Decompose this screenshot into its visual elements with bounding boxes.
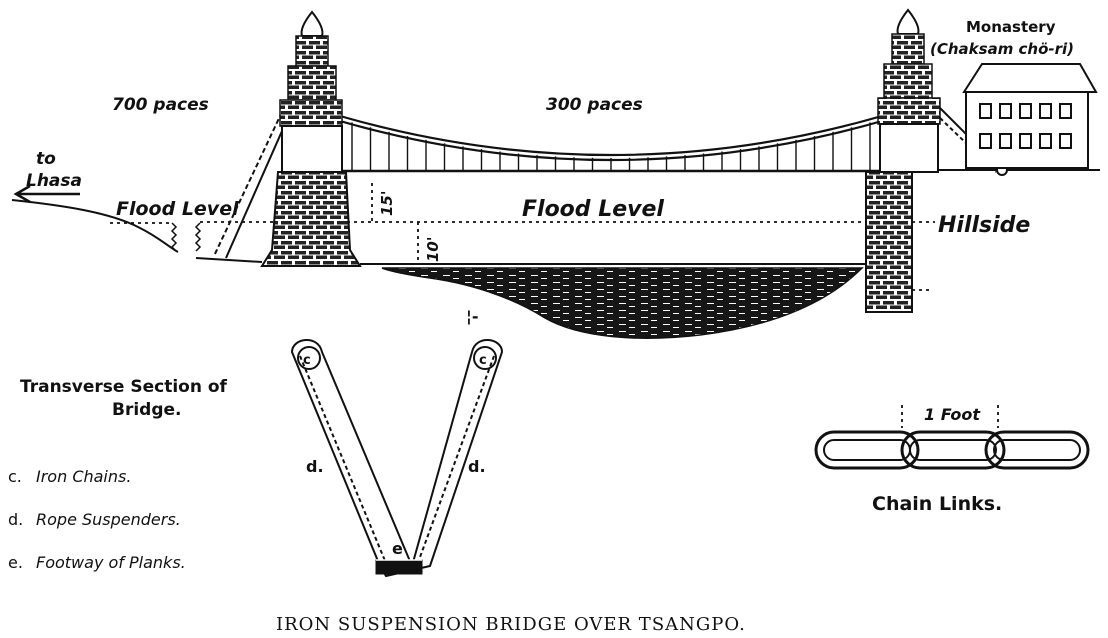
label-height-15: 15' [378,191,396,216]
bank-break-right [194,222,202,252]
monastery-window [979,103,992,119]
lhasa-arrow [13,184,80,204]
section-marker-e: e [392,539,403,558]
chain-links-caption: Chain Links. [872,493,1002,515]
section-marker-d-left: d. [306,457,324,476]
monastery-window [999,103,1012,119]
left-tower [260,10,362,267]
label-hillside: Hillside [938,213,1030,238]
suspender-ropes [351,122,871,171]
rope-right [415,355,495,569]
right-tower-finial [896,8,920,35]
monastery-windows [979,103,1072,149]
chain-link-1-inner [823,439,911,461]
monastery-window [1019,103,1032,119]
left-tower-band [279,99,343,127]
left-ground-line [195,257,263,263]
main-chain-lower [339,119,883,162]
legend-text-e: Footway of Planks. [36,553,186,572]
legend-key-e: e. [8,553,23,572]
left-bank-line [11,199,179,253]
right-tower-band [877,97,941,125]
legend-text-c: Iron Chains. [36,467,131,486]
legend-text-d: Rope Suspenders. [36,510,181,529]
monastery-window [999,133,1012,149]
monastery-window [1039,103,1052,119]
label-left-span: 700 paces [112,95,209,115]
label-flood-level-main: Flood Level [522,197,664,222]
section-marker-c-right: c [479,353,487,368]
left-tower-base [260,171,362,267]
left-tower-crown [287,65,337,101]
right-tower-crown [883,63,933,99]
footway-planks [375,559,423,575]
chain-link-2-inner [909,439,997,461]
section-title-line1: Transverse Section of [20,377,228,397]
label-to: to [36,149,56,169]
monastery-window [1059,133,1072,149]
figure-caption: IRON SUSPENSION BRIDGE OVER TSANGPO. [276,614,746,635]
left-tower-finial [300,10,324,37]
right-tower-cap [891,33,925,65]
chain-scale-label: 1 Foot [924,405,981,424]
left-tower-shaft [281,125,343,173]
chain-link-3 [984,430,1090,470]
left-backstay-1 [213,111,283,257]
label-lhasa: Lhasa [26,171,82,191]
right-tower [865,8,941,313]
chain-link-2 [900,430,1006,470]
label-height-10: 10' [424,237,442,262]
monastery-window [1039,133,1052,149]
chain-left-c [297,346,321,370]
chain-links [814,430,1090,470]
label-main-span: 300 paces [546,95,643,115]
rope-left [299,355,389,569]
left-tower-cap [295,35,329,67]
main-chain [339,114,883,162]
main-chain-upper [339,114,883,157]
right-tower-shaft [879,123,939,173]
section-title-line2: Bridge. [112,400,182,420]
label-monastery-name: (Chaksam chö-ri) [930,40,1074,58]
monastery-window [979,133,992,149]
section-marker-c-left: c [303,353,311,368]
label-flood-level-left: Flood Level [116,198,239,220]
chain-right-c [473,346,497,370]
label-monastery: Monastery [966,18,1056,36]
legend: c. Iron Chains. d. Rope Suspenders. e. F… [8,467,186,572]
river-water [381,267,864,339]
legend-key-d: d. [8,510,23,529]
right-tower-base [865,171,913,313]
chain-link-3-inner [993,439,1081,461]
chain-link-1 [814,430,920,470]
scribble-mark: ¦- [466,307,478,326]
monastery-window [1059,103,1072,119]
left-backstay-2 [225,121,287,259]
monastery-window [1019,133,1032,149]
monastery-roof [962,63,1098,93]
monastery-building [962,63,1098,169]
legend-key-c: c. [8,467,22,486]
transverse-section [290,339,504,578]
section-marker-d-right: d. [468,457,486,476]
bank-break-left [170,222,178,252]
flood-lines [110,183,999,428]
